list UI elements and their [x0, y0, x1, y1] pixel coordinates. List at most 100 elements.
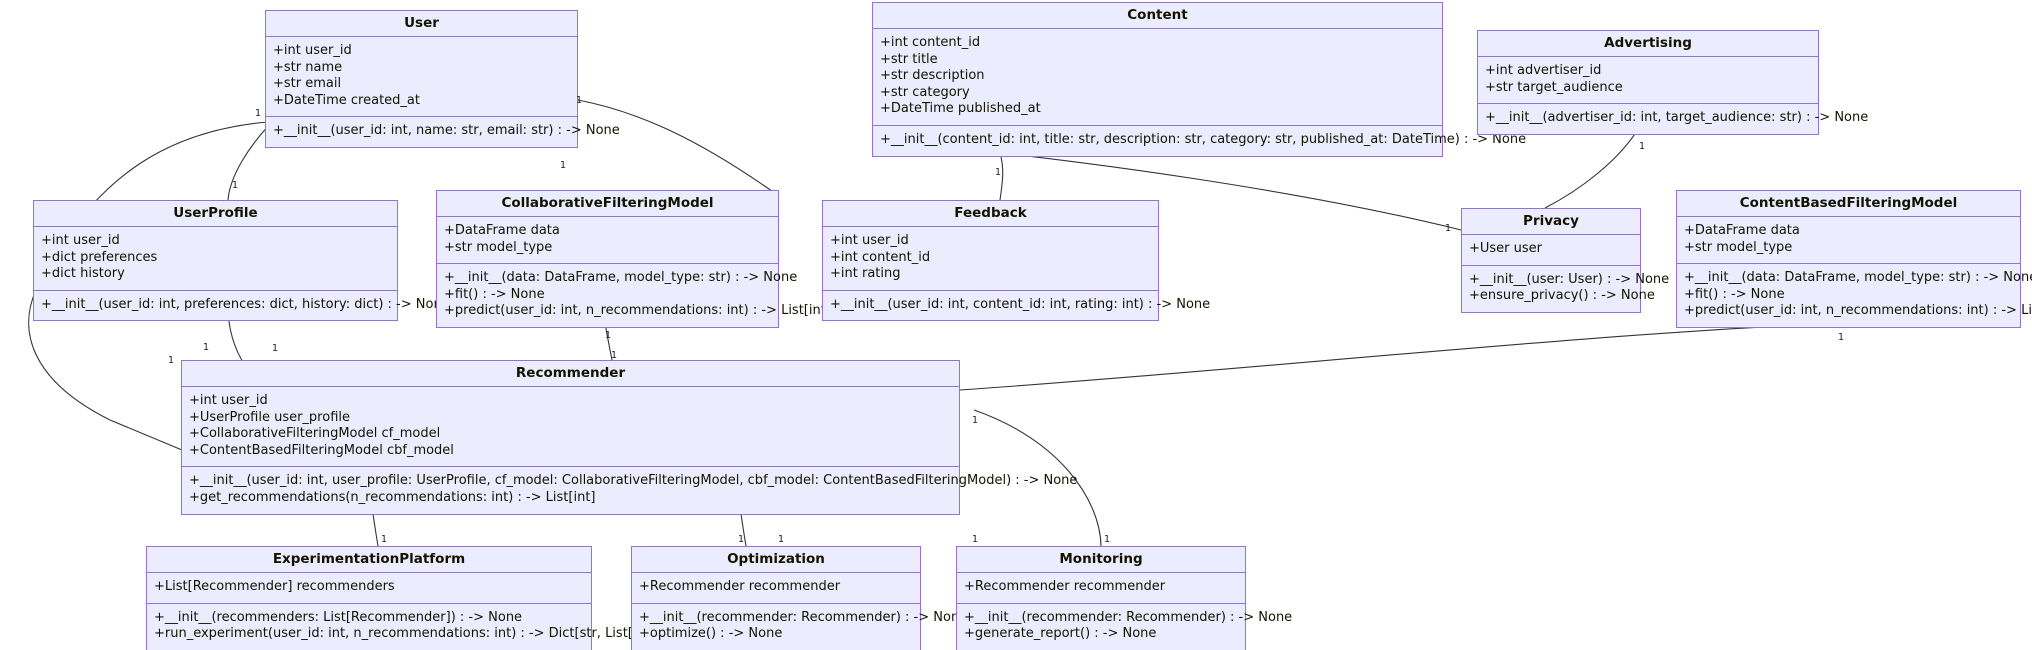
methods-section-privacy: +__init__(user: User) : -> None+ensure_p…: [1462, 266, 1670, 312]
methods-section-cfmodel: +__init__(data: DataFrame, model_type: s…: [437, 264, 831, 327]
multiplicity-label: 1: [203, 342, 210, 353]
attribute-row: +str category: [880, 84, 970, 100]
methods-section-optimization: +__init__(recommender: Recommender) : ->…: [632, 604, 968, 650]
class-node-cfmodel[interactable]: CollaborativeFilteringModel+DataFrame da…: [436, 190, 831, 328]
class-node-advertising[interactable]: Advertising+int advertiser_id+str target…: [1477, 30, 1869, 135]
method-row: +__init__(content_id: int, title: str, d…: [880, 131, 1527, 147]
attribute-row: +ContentBasedFilteringModel cbf_model: [189, 442, 454, 458]
attribute-row: +DataFrame data: [444, 223, 560, 238]
multiplicity-label: 1: [272, 343, 279, 354]
class-name-feedback: Feedback: [823, 201, 1158, 227]
multiplicity-label: 1: [1104, 534, 1111, 545]
method-row: +__init__(recommenders: List[Recommender…: [154, 609, 523, 625]
class-node-feedback[interactable]: Feedback+int user_id+int content_id+int …: [822, 200, 1210, 322]
class-node-expplatform[interactable]: ExperimentationPlatform +List[Recommender…: [146, 546, 660, 650]
attribute-row: +str model_type: [1684, 239, 1793, 255]
multiplicity-label: 1: [778, 534, 785, 545]
attributes-section-user: +int user_id+str name+str email+DateTime…: [266, 37, 577, 118]
method-row: +__init__(user: User) : -> None: [1469, 271, 1670, 287]
method-row: +__init__(user_id: int, preferences: dic…: [41, 296, 450, 312]
attributes-section-userprofile: +int user_id+dict preferences+dict histo…: [34, 227, 397, 291]
methods-section-expplatform: +__init__(recommenders: List[Recommender…: [147, 604, 660, 650]
method-row: +generate_report() : -> None: [964, 626, 1157, 642]
class-name-monitoring: Monitoring: [957, 547, 1245, 573]
multiplicity-label: 1: [255, 108, 262, 119]
class-node-content[interactable]: Content+int content_id+str title+str des…: [872, 2, 1527, 157]
attribute-row: +str email: [273, 76, 342, 92]
class-node-privacy[interactable]: Privacy +User user +__init__(user: User) :…: [1461, 208, 1670, 313]
attribute-row: +int user_id: [830, 233, 909, 248]
method-row: +optimize() : -> None: [639, 626, 783, 642]
attributes-section-optimization: +Recommender recommender: [632, 573, 920, 604]
multiplicity-label: 1: [605, 330, 612, 341]
method-row: +predict(user_id: int, n_recommendations…: [444, 303, 831, 319]
multiplicity-label: 1: [1445, 223, 1452, 234]
class-node-optimization[interactable]: Optimization +Recommender recommender +__i…: [631, 546, 968, 650]
attributes-section-privacy: +User user: [1462, 235, 1640, 266]
attribute-row: +str model_type: [444, 239, 553, 255]
class-name-content: Content: [873, 3, 1442, 29]
association-edge-advertising-privacy: [1544, 125, 1641, 209]
methods-section-feedback: +__init__(user_id: int, content_id: int,…: [823, 291, 1210, 321]
class-node-cbfmodel[interactable]: ContentBasedFilteringModel+DataFrame dat…: [1676, 190, 2032, 328]
method-row: +ensure_privacy() : -> None: [1469, 288, 1655, 304]
class-name-userprofile: UserProfile: [34, 201, 397, 227]
association-edge-recommender-monitoring: [973, 409, 1102, 547]
method-row: +__init__(user_id: int, user_profile: Us…: [189, 473, 1078, 489]
attribute-row: +Recommender recommender: [639, 579, 841, 594]
class-node-monitoring[interactable]: Monitoring +Recommender recommender +__ini…: [956, 546, 1293, 650]
class-name-advertising: Advertising: [1478, 31, 1818, 57]
methods-section-userprofile: +__init__(user_id: int, preferences: dic…: [34, 291, 450, 321]
method-row: +__init__(recommender: Recommender) : ->…: [639, 609, 968, 625]
class-node-recommender[interactable]: Recommender+int user_id+UserProfile user…: [181, 360, 1078, 515]
class-name-cfmodel: CollaborativeFilteringModel: [437, 191, 778, 217]
method-row: +__init__(data: DataFrame, model_type: s…: [1684, 270, 2032, 286]
multiplicity-label: 1: [972, 534, 979, 545]
attribute-row: +User user: [1469, 241, 1543, 256]
multiplicity-label: 1: [560, 160, 567, 171]
multiplicity-label: 1: [576, 95, 583, 106]
multiplicity-label: 1: [611, 350, 618, 361]
class-name-recommender: Recommender: [182, 361, 959, 387]
multiplicity-label: 1: [168, 355, 175, 366]
attribute-row: +List[Recommender] recommenders: [154, 579, 395, 594]
methods-section-advertising: +__init__(advertiser_id: int, target_aud…: [1478, 104, 1869, 134]
attribute-row: +int user_id: [189, 393, 268, 408]
multiplicity-label: 1: [972, 415, 979, 426]
method-row: +fit() : -> None: [1684, 286, 1785, 302]
methods-section-content: +__init__(content_id: int, title: str, d…: [873, 126, 1527, 156]
attributes-section-content: +int content_id+str title+str descriptio…: [873, 29, 1442, 126]
class-name-user: User: [266, 11, 577, 37]
multiplicity-label: 1: [232, 180, 239, 191]
attribute-row: +int content_id: [830, 249, 931, 265]
attribute-row: +str description: [880, 68, 985, 84]
class-name-optimization: Optimization: [632, 547, 920, 573]
method-row: +__init__(advertiser_id: int, target_aud…: [1485, 110, 1869, 126]
attribute-row: +int user_id: [273, 43, 352, 58]
attribute-row: +str target_audience: [1485, 79, 1623, 95]
attributes-section-cfmodel: +DataFrame data+str model_type: [437, 217, 778, 265]
attributes-section-cbfmodel: +DataFrame data+str model_type: [1677, 217, 2020, 265]
attributes-section-feedback: +int user_id+int content_id+int rating: [823, 227, 1158, 291]
attribute-row: +dict history: [41, 266, 125, 282]
attribute-row: +int content_id: [880, 35, 981, 50]
multiplicity-label: 1: [381, 534, 388, 545]
class-node-user[interactable]: User+int user_id+str name+str email+Date…: [265, 10, 620, 148]
method-row: +run_experiment(user_id: int, n_recommen…: [154, 626, 660, 642]
multiplicity-label: 1: [738, 534, 745, 545]
class-name-cbfmodel: ContentBasedFilteringModel: [1677, 191, 2020, 217]
class-node-userprofile[interactable]: UserProfile+int user_id+dict preferences…: [33, 200, 450, 322]
multiplicity-label: 1: [1838, 332, 1845, 343]
attribute-row: +DataFrame data: [1684, 223, 1800, 238]
attribute-row: +CollaborativeFilteringModel cf_model: [189, 426, 441, 442]
association-edge-user-cfmodel: [577, 99, 780, 197]
class-name-privacy: Privacy: [1462, 209, 1640, 235]
methods-section-user: +__init__(user_id: int, name: str, email…: [266, 117, 620, 147]
attribute-row: +int user_id: [41, 233, 120, 248]
method-row: +get_recommendations(n_recommendations: …: [189, 489, 596, 505]
attribute-row: +dict preferences: [41, 249, 158, 265]
method-row: +__init__(recommender: Recommender) : ->…: [964, 609, 1293, 625]
attribute-row: +Recommender recommender: [964, 579, 1166, 594]
class-name-expplatform: ExperimentationPlatform: [147, 547, 591, 573]
